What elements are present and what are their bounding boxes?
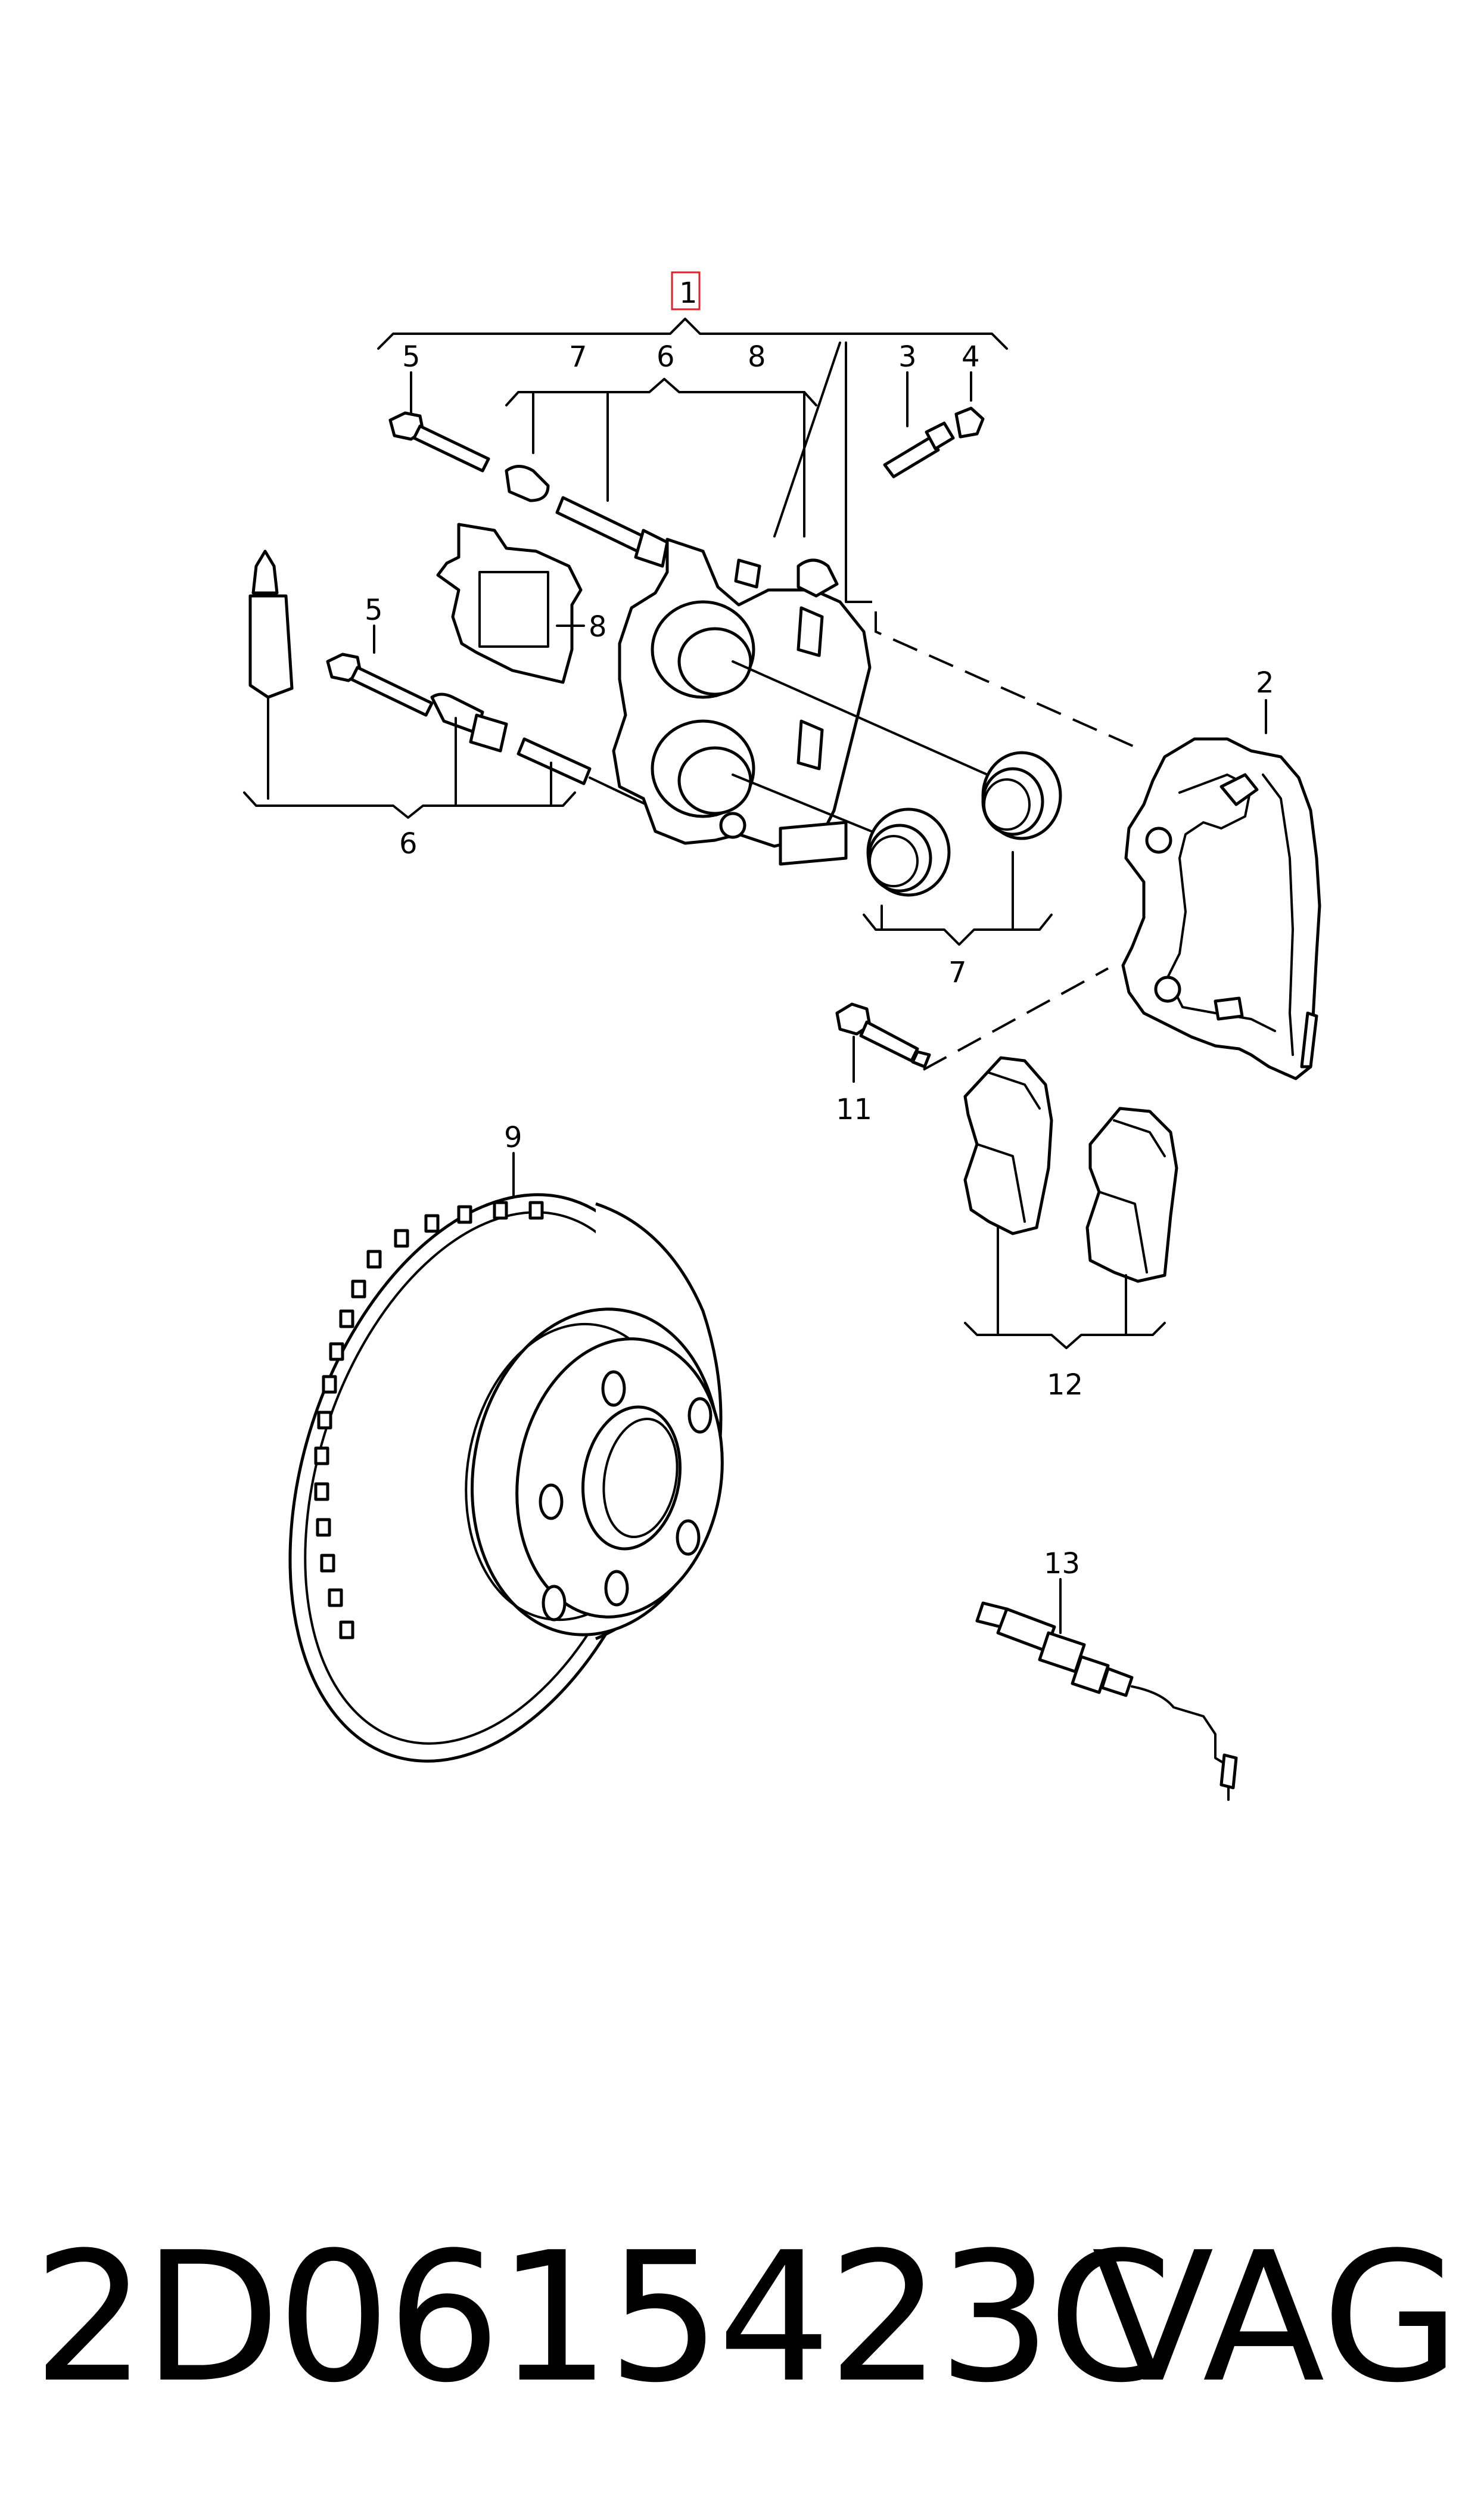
part-number: 2D0615423C bbox=[33, 2214, 1172, 2422]
callout-8-clip: 8 bbox=[589, 610, 607, 644]
callout-4: 4 bbox=[962, 340, 980, 374]
brand-name: VAG bbox=[1091, 2214, 1460, 2422]
brake-pad-left bbox=[963, 1056, 1053, 1235]
callout-1: 1 bbox=[679, 277, 698, 310]
assembly-dashed-lines bbox=[846, 601, 1144, 1071]
callout-7-lower: 7 bbox=[948, 956, 967, 989]
callout-11: 11 bbox=[836, 1093, 872, 1126]
caliper-carrier bbox=[1121, 699, 1321, 1080]
bracket-item-12 bbox=[964, 1226, 1166, 1349]
guide-bolt-lower bbox=[326, 625, 710, 835]
brake-pad-right bbox=[1085, 1107, 1178, 1283]
callout-5-lower: 5 bbox=[365, 594, 383, 627]
guide-bolt-top bbox=[388, 371, 669, 568]
callout-1-highlight-box bbox=[671, 271, 701, 310]
bracket-item-1 bbox=[377, 271, 1008, 350]
brake-disc bbox=[288, 1152, 724, 1763]
callout-2: 2 bbox=[1256, 666, 1274, 700]
callout-5-top: 5 bbox=[402, 340, 421, 374]
callout-8-top: 8 bbox=[748, 340, 766, 374]
bleeder-valve bbox=[883, 371, 985, 479]
callout-6-lower: 6 bbox=[399, 827, 418, 861]
callout-12: 12 bbox=[1047, 1368, 1083, 1402]
callout-9: 9 bbox=[504, 1121, 522, 1154]
carrier-bolt bbox=[835, 1002, 931, 1083]
grease-tube bbox=[248, 549, 294, 800]
spring-clip-upper bbox=[436, 523, 585, 684]
callout-7-top: 7 bbox=[569, 340, 587, 374]
callout-3: 3 bbox=[898, 340, 917, 374]
bracket-item-6-lower bbox=[243, 717, 576, 819]
bracket-items-6-7-8-top bbox=[505, 341, 847, 603]
piston-seal-leaders bbox=[732, 660, 1053, 946]
callout-6-top: 6 bbox=[657, 340, 675, 374]
piston-seal-large bbox=[981, 751, 1062, 840]
disc-vent-slots bbox=[314, 1201, 544, 1639]
wear-sensor bbox=[975, 1578, 1238, 1801]
caliper-housing bbox=[612, 538, 872, 866]
piston-seal-small bbox=[866, 807, 951, 897]
callout-labels: 1 5 7 6 8 3 4 8 5 6 2 7 11 9 12 13 bbox=[365, 277, 1274, 1580]
callout-13: 13 bbox=[1044, 1547, 1080, 1580]
